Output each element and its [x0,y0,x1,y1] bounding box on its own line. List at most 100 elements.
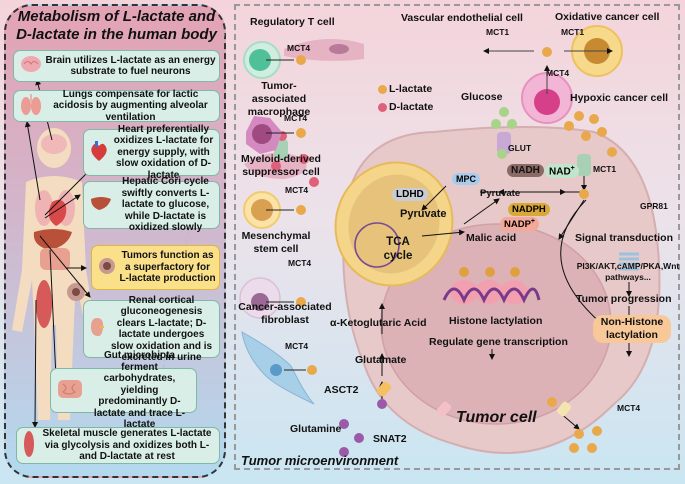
muscle-in-body [36,280,52,328]
mito-pyruvate-label: Pyruvate [400,208,447,220]
hypoxic-cell-nucleus [534,89,560,115]
ldhd-badge: LDHD [392,188,428,201]
vascular-cell-label: Vascular endothelial cell [401,12,523,24]
mct4-out-transporter [556,401,572,417]
heart-info-box: Heart preferentially oxidizes L-lactate … [83,124,220,181]
nadp-badge: NADP+ [500,217,540,232]
liver-info-text: Hepatic Cori cycle swiftly converts L-la… [121,176,210,234]
tca-cycle-label: TCA cycle [382,235,414,263]
vascular-cell-nucleus [329,44,349,54]
gene-transcription-label: Regulate gene transcription [429,336,568,348]
mct1-right-label: MCT1 [561,27,585,37]
hypoxic-mct4-label: MCT4 [546,68,570,78]
arrow-kidney [39,235,91,298]
torso [12,176,96,420]
tumor-microenvironment-panel [234,4,680,470]
immune-l-lactate [296,55,306,307]
arrow-liver [44,194,81,219]
legend-label-l-lactate: L-lactate [389,83,433,95]
caf-mct4: MCT4 [285,341,309,351]
glucose-label: Glucose [461,91,503,103]
arrow-muscle [32,299,39,428]
intestine-in-body [40,248,70,270]
tam-mct4: MCT4 [284,113,308,123]
tumor-progression-label: Tumor progression [576,293,672,305]
tme-title: Tumor microenvironment [241,453,399,468]
legend-item-l-lactate: L-lactate [378,83,433,95]
glut-label: GLUT [508,143,532,153]
gut-info-text: Gut microbiota ferment carbohydrates, yi… [93,350,186,431]
glutamine-label: Glutamine [290,423,342,435]
arrow-malic-pyruvate [463,198,500,225]
treg-label: Regulatory T cell [250,16,335,28]
nadh-badge: NADH [507,164,544,177]
arrow-tca-malic [421,229,465,237]
kidney-info-box: Renal cortical gluconeogenesis clears L-… [83,295,220,363]
nadph-badge: NADPH [508,203,550,216]
tam-nucleus [252,124,272,144]
glut-transporter [497,132,511,154]
nadp-text: NADP [504,219,531,231]
gut-info-box: Gut microbiota ferment carbohydrates, yi… [50,350,197,430]
legend: L-lactate D-lactate [378,83,433,113]
mdsc-label: Myeloid-derived suppressor cell [241,153,321,178]
asct2-transporter [376,381,392,397]
arrow-mpc-mito [421,185,447,211]
l-lactate-swatch [378,84,387,94]
heart-info-text: Heart preferentially oxidizes L-lactate … [113,123,214,181]
glutamate-label: Glutamate [355,354,407,366]
brain-info-text: Brain utilizes L-lactate as an energy su… [45,54,216,78]
tam-label: Tumor-associated macrophage [247,80,311,118]
immune-cell-graphics [239,41,306,319]
tca-line-2: cycle [383,250,413,262]
muscle-icon [23,430,35,462]
caf-l-lactate [307,365,317,375]
msc-mct4: MCT4 [288,258,312,268]
brain-info-box: Brain utilizes L-lactate as an energy su… [13,50,220,82]
alpha-ketoglutaric-label: α-Ketoglutaric Acid [330,317,427,329]
immune-arrows [266,59,294,303]
shuttle-l-lactate [542,47,552,57]
lungs-info-box: Lungs compensate for lactic acidosis by … [13,89,220,123]
hypoxic-cell-label: Hypoxic cancer cell [570,92,669,104]
kidney-icon [90,317,104,341]
malic-acid-label: Malic acid [466,232,517,244]
snat2-transporter [436,401,452,417]
nad-text: NAD [549,166,571,178]
mdsc-nucleus [251,199,273,221]
title-line-1: Metabolism of L-lactate and [17,8,216,25]
msc-nucleus [251,293,269,311]
lungs-icon [20,93,42,119]
tumor-core [72,288,80,296]
arrow-lungs [24,121,41,201]
tca-line-1: TCA [386,236,410,248]
non-histone-line-2: lactylation [606,329,658,341]
mct4-out-label: MCT4 [617,403,641,413]
brain-icon [20,55,42,77]
histone-lactylation-label: Histone lactylation [449,315,543,327]
snat2-label: SNAT2 [373,433,407,445]
arrow-gut [49,249,59,379]
tumor-cell-title: Tumor cell [456,409,537,426]
left-panel-title: Metabolism of L-lactate and D-lactate in… [14,8,219,44]
molecules [271,107,617,457]
cyto-pyruvate-label: Pyruvate [480,188,521,199]
tumor-cell-graphic [244,25,661,457]
treg-nucleus [249,49,271,71]
vascular-cell-body [284,39,364,61]
d-lactate-swatch [378,102,387,112]
mdsc-mct4: MCT4 [285,185,309,195]
title-line-2: D-lactate in the human body [16,26,217,43]
heart-icon [90,140,108,166]
caf-nucleus [270,364,282,376]
brain-in-body [41,134,67,154]
msc-label: Mesenchymal stem cell [241,230,311,255]
non-histone-line-1: Non-Histone [600,316,664,328]
mct1-label: MCT1 [593,164,617,174]
nad-badge: NAD+ [545,164,579,179]
mpc-badge: MPC [452,173,480,185]
non-histone-lactylation-label: Non-Histone lactylation [593,315,671,343]
treg-mct4: MCT4 [287,43,311,53]
gpr81-receptor [619,252,639,271]
legend-label-d-lactate: D-lactate [389,101,434,113]
